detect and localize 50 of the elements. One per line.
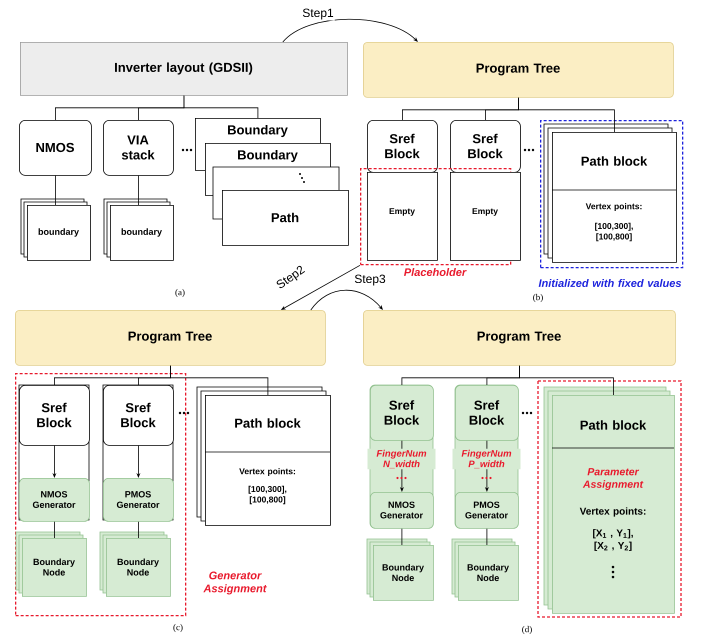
connector xyxy=(486,528,488,546)
boundary-stack: boundary xyxy=(20,198,91,261)
step-arrow xyxy=(282,18,418,42)
cell-box: NMOS xyxy=(19,120,92,176)
sref-block: Sref Block xyxy=(19,385,90,446)
connector xyxy=(170,365,268,396)
boundary-stack: Boundary Node xyxy=(452,538,519,601)
generator-box: PMOS Generator xyxy=(103,478,174,522)
parameter-text: FingerNum N_width xyxy=(368,448,436,470)
stacked-page: Path xyxy=(212,166,349,246)
connector xyxy=(184,95,258,118)
generator-box: NMOS Generator xyxy=(370,492,434,529)
connector xyxy=(518,97,615,132)
generator-box: PMOS Generator xyxy=(455,492,519,529)
sref-block: Sref Block xyxy=(450,120,521,173)
program-tree-box: Program Tree xyxy=(15,310,326,366)
empty-box: Empty xyxy=(367,172,438,261)
path-block: Path block Vertex points: [100,300], [100,800] xyxy=(196,386,331,526)
connector xyxy=(138,521,139,538)
boundary-stack: Boundary Node xyxy=(366,538,434,601)
node-label: Placeholder xyxy=(404,268,467,276)
panel-label: (d) xyxy=(522,626,532,634)
node-label: Initialized with fixed values xyxy=(538,278,682,288)
program-tree-box: Program Tree xyxy=(363,42,674,98)
generator-box: NMOS Generator xyxy=(19,478,90,522)
layout-box: Inverter layout (GDSII) xyxy=(20,42,348,96)
connector xyxy=(519,365,614,396)
sref-block: Sref Block xyxy=(455,385,519,441)
edge-label: Step1 xyxy=(301,8,335,20)
sref-block: Sref Block xyxy=(367,120,438,173)
connector xyxy=(55,175,56,206)
step-arrow xyxy=(310,290,383,310)
panel-label: (b) xyxy=(533,294,543,302)
path-block: Path block Vertex points: [100,300], [100,800] xyxy=(544,124,677,263)
node-label: Generator Assignment xyxy=(203,572,267,594)
program-tree-box: Program Tree xyxy=(363,310,676,366)
edge-label: Step3 xyxy=(353,274,387,286)
path-block: Path block Parameter Assignment Vertex points: [X$_{1}$ , Y$_{1}$], [X$_{2}$ , Y$_{2}$] xyxy=(544,386,675,614)
panel-label: (c) xyxy=(173,624,183,632)
sref-block: Sref Block xyxy=(103,385,174,446)
cell-box: VIA stack xyxy=(103,120,174,176)
panel-label: (a) xyxy=(175,288,185,298)
sref-block: Sref Block xyxy=(370,385,434,441)
connector xyxy=(138,175,139,206)
boundary-stack: Boundary Node xyxy=(16,532,87,597)
boundary-stack: boundary xyxy=(104,198,174,261)
parameter-text: FingerNum P_width xyxy=(452,448,520,470)
connector xyxy=(54,521,55,538)
empty-box: Empty xyxy=(450,172,521,261)
boundary-stack: Boundary Node xyxy=(100,532,171,597)
